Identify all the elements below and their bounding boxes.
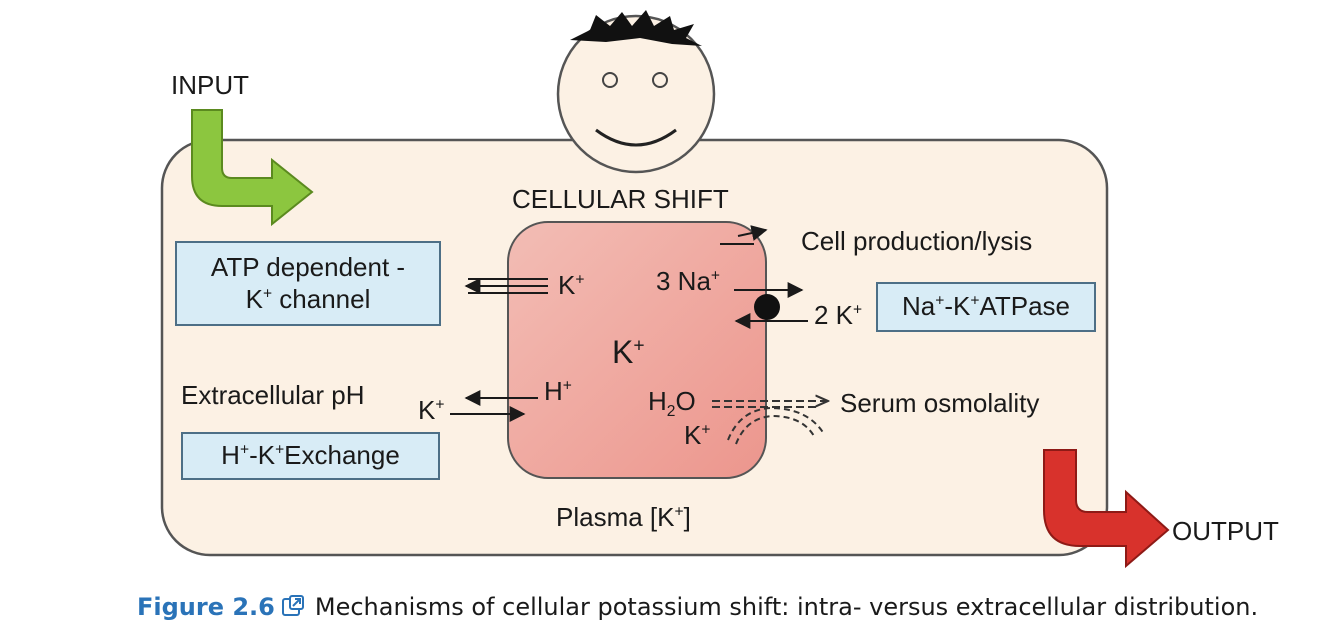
nak-atpase-text: Na+-K+ATPase	[901, 291, 1071, 322]
hk-exchange-text: H+-K+Exchange	[221, 440, 400, 471]
osmolality-k-label: K+	[684, 420, 711, 450]
pump-circle-icon	[734, 282, 808, 329]
cell-compartment	[507, 221, 767, 479]
cell-production-arrows	[720, 225, 768, 245]
hk-exchange-box: H+-K+Exchange	[181, 432, 440, 480]
input-arrow	[191, 109, 314, 227]
smiley-face-icon	[556, 10, 716, 174]
output-arrow	[1043, 449, 1170, 569]
intracellular-k-label: K+	[612, 334, 645, 370]
atp-channel-line1: ATP dependent -	[210, 252, 406, 283]
sodium-label: 3 Na+	[656, 266, 721, 296]
plasma-k-label: Plasma [K+]	[556, 502, 691, 532]
atp-channel-line2: K+ channel	[245, 283, 371, 314]
external-link-icon[interactable]	[281, 594, 305, 624]
atp-channel-arrow	[464, 278, 548, 294]
osmolality-arrows	[712, 401, 828, 445]
figure-number-link[interactable]: Figure 2.6	[137, 593, 275, 621]
caption-text: Mechanisms of cellular potassium shift: …	[314, 593, 1259, 621]
atp-channel-box: ATP dependent - K+ channel	[175, 241, 441, 326]
pump-k-label: 2 K+	[814, 300, 863, 330]
input-label: INPUT	[171, 70, 249, 100]
output-label: OUTPUT	[1172, 516, 1279, 546]
cell-production-label: Cell production/lysis	[801, 226, 1033, 256]
cellular-shift-label: CELLULAR SHIFT	[512, 184, 729, 214]
exchange-k-label: K+	[418, 395, 445, 425]
serum-osmolality-label: Serum osmolality	[840, 388, 1040, 418]
channel-k-label: K+	[558, 270, 585, 300]
extracellular-ph-label: Extracellular pH	[181, 380, 365, 410]
h-plus-label: H+	[544, 376, 572, 406]
water-label: H2O	[648, 386, 696, 421]
nak-atpase-box: Na+-K+ATPase	[876, 282, 1096, 332]
figure-caption: Figure 2.6 Mechanisms of cellular potassi…	[137, 593, 1258, 624]
